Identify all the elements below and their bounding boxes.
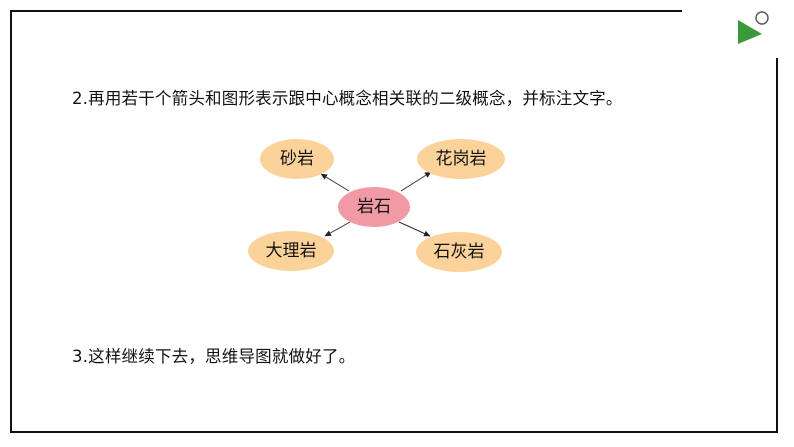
node-bottom-right-label: 石灰岩 bbox=[434, 242, 485, 262]
arrow-to-top-left bbox=[320, 173, 350, 192]
node-top-left: 砂岩 bbox=[260, 139, 334, 179]
play-triangle-with-circle-icon bbox=[738, 11, 769, 44]
green-triangle-icon bbox=[738, 20, 762, 44]
node-center: 岩石 bbox=[338, 187, 410, 227]
node-bottom-left: 大理岩 bbox=[248, 231, 334, 271]
node-top-right: 花岗岩 bbox=[417, 139, 505, 179]
frame-bottom-border bbox=[10, 431, 778, 433]
node-top-left-label: 砂岩 bbox=[280, 149, 314, 169]
node-top-right-label: 花岗岩 bbox=[436, 149, 487, 169]
step-2-instruction: 2.再用若干个箭头和图形表示跟中心概念相关联的二级概念，并标注文字。 bbox=[72, 89, 623, 108]
arrow-to-bottom-right bbox=[398, 221, 431, 237]
arrow-to-bottom-left bbox=[324, 221, 351, 237]
circle-icon bbox=[755, 11, 769, 25]
frame-right-border bbox=[776, 58, 778, 433]
node-center-label: 岩石 bbox=[357, 197, 391, 217]
node-bottom-left-label: 大理岩 bbox=[266, 241, 317, 261]
node-bottom-right: 石灰岩 bbox=[416, 232, 502, 272]
step-3-instruction: 3.这样继续下去，思维导图就做好了。 bbox=[72, 347, 356, 366]
frame-left-border bbox=[10, 10, 12, 433]
frame-top-border bbox=[10, 10, 682, 12]
arrow-to-top-right bbox=[400, 171, 432, 192]
